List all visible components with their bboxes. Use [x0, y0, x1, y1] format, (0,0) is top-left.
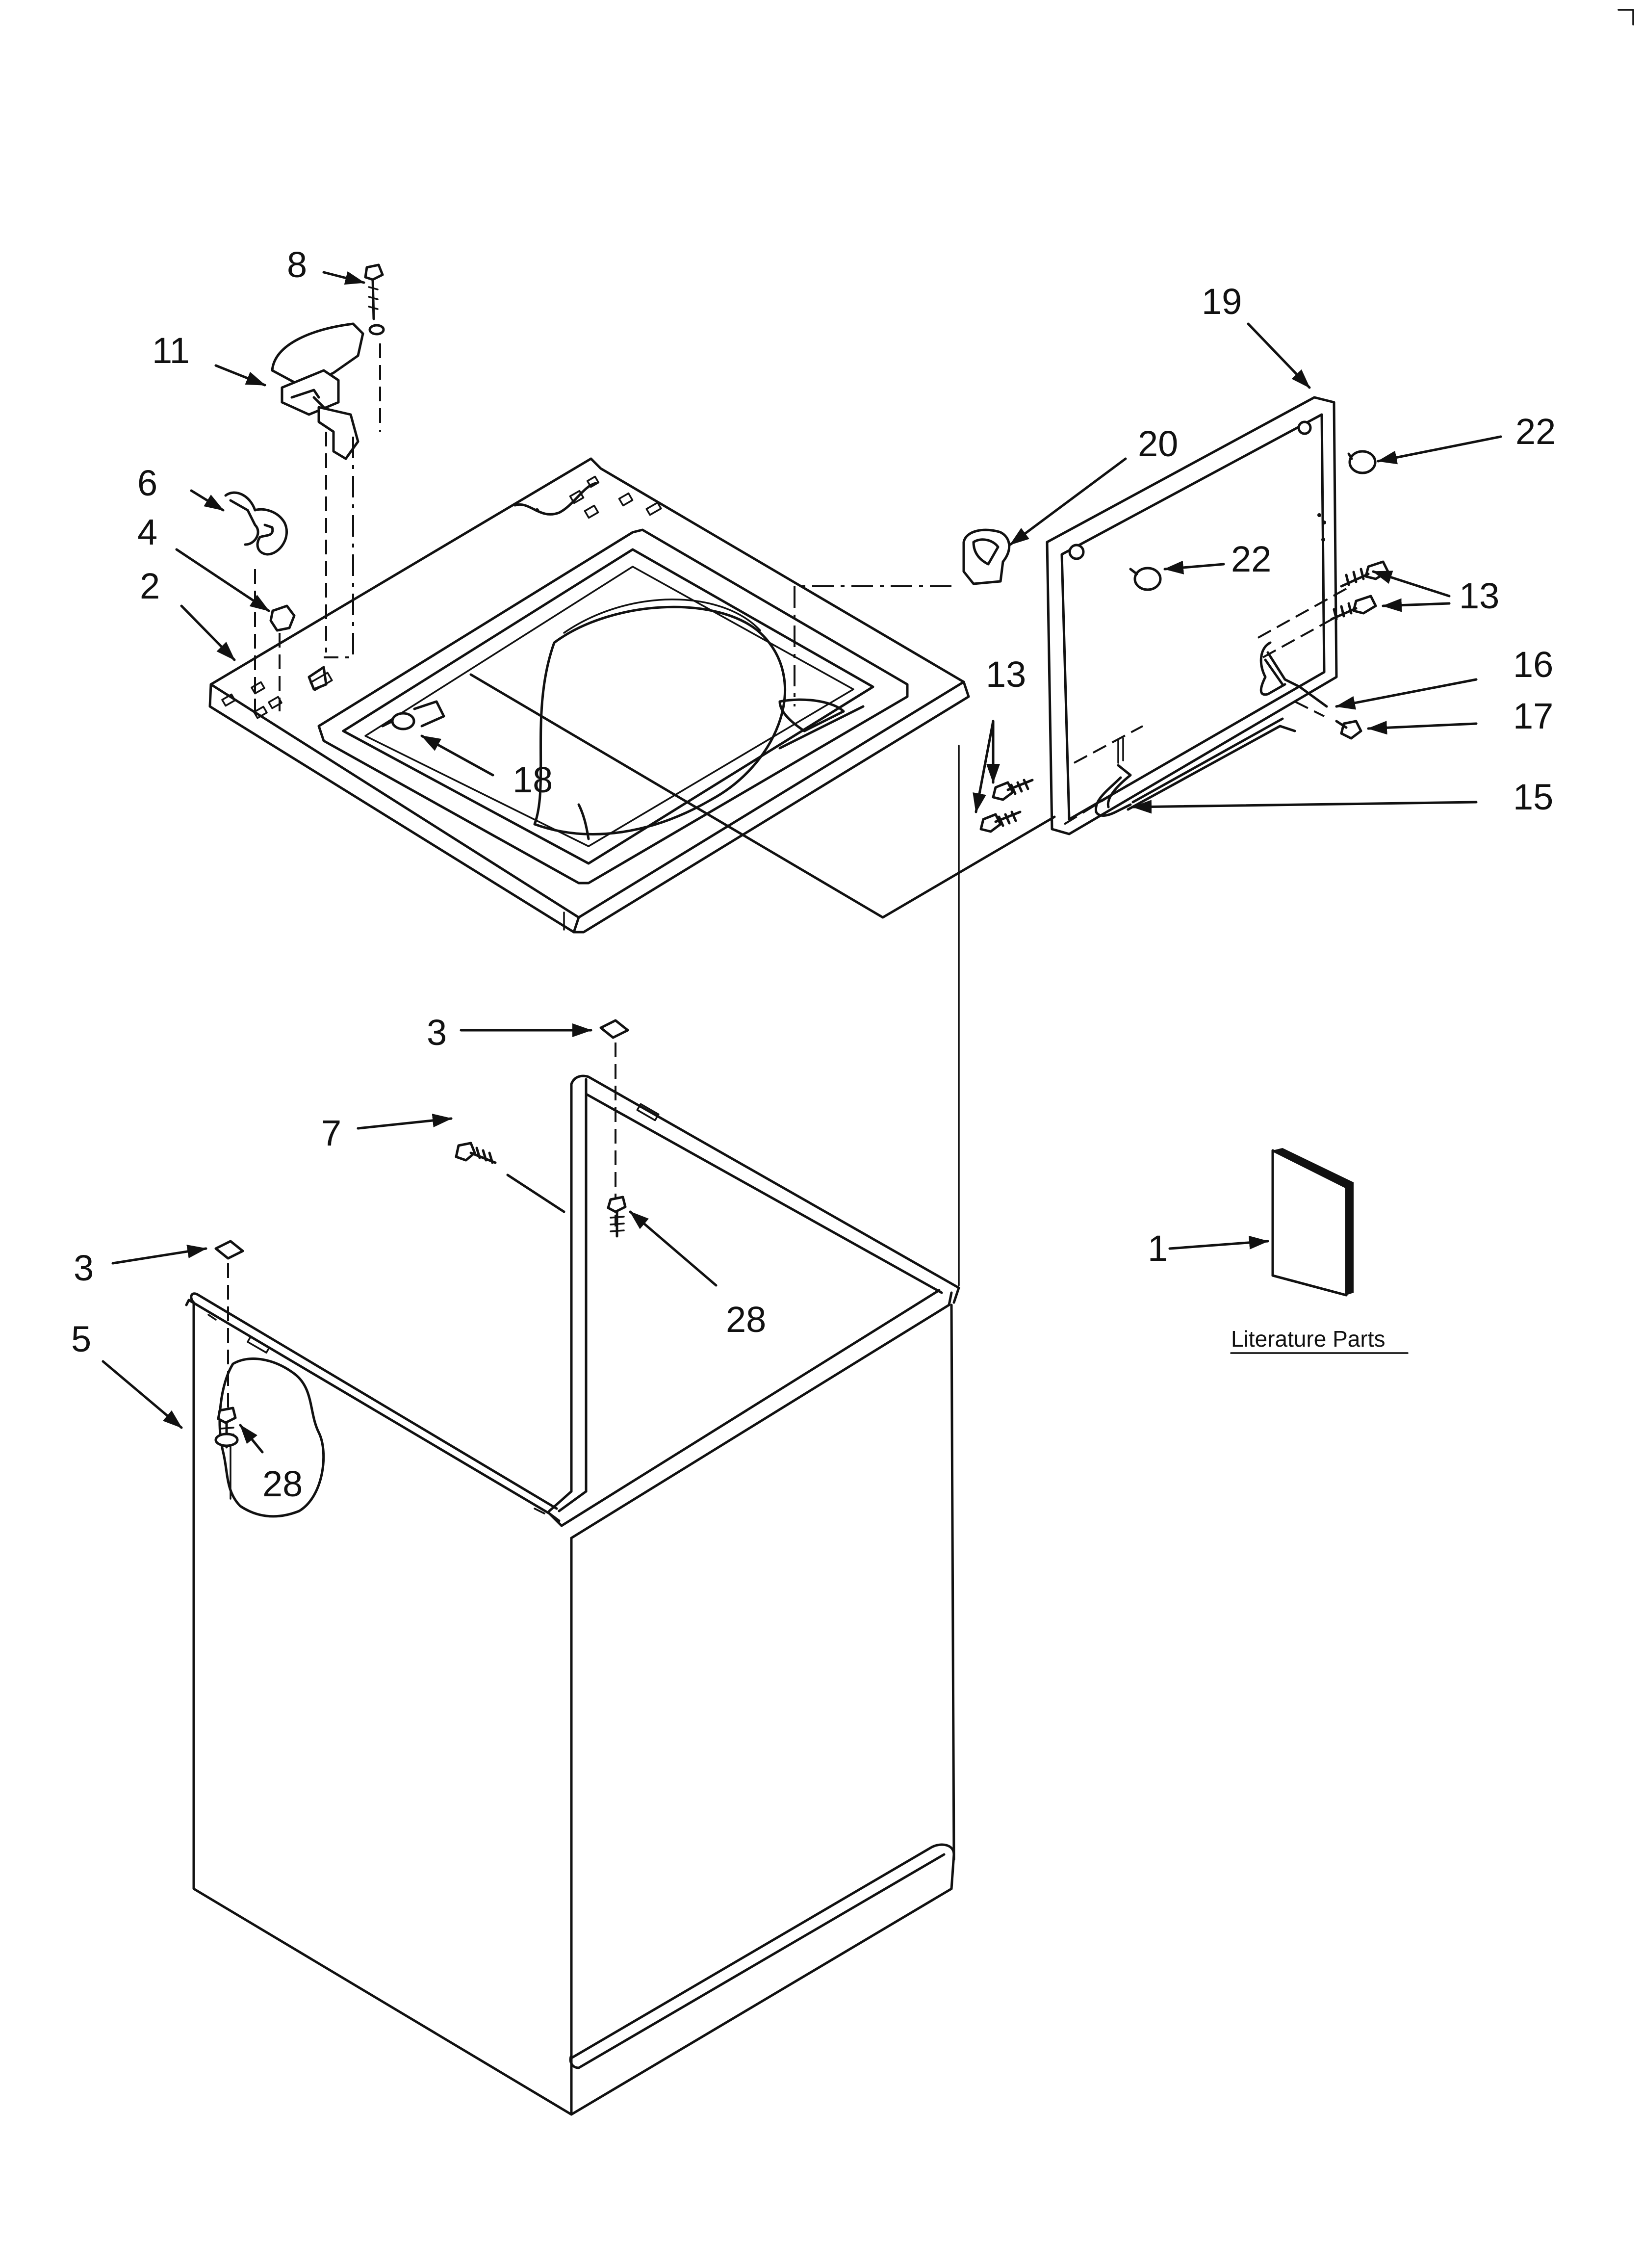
callout-22-lower: 22 [1231, 539, 1271, 579]
callout-18: 18 [513, 759, 553, 800]
screw-8 [364, 263, 385, 336]
screw-17 [1335, 720, 1362, 740]
washer-cabinet-5 [185, 1074, 960, 2116]
callout-28-upper: 28 [726, 1299, 766, 1340]
callout-28-lower: 28 [262, 1463, 303, 1504]
washer-top-panel [208, 457, 970, 934]
callout-2: 2 [140, 566, 160, 606]
plug-button-22-upper [1347, 450, 1377, 474]
screw-28-upper [607, 1196, 627, 1238]
leaders-top-left [175, 271, 494, 777]
callout-22-upper: 22 [1515, 411, 1556, 452]
callout-13-right: 13 [1459, 575, 1499, 616]
lid-bumper-18 [381, 700, 445, 730]
console-back-panel-19 [1046, 396, 1347, 835]
screws-13-right [1330, 560, 1389, 621]
assembly-dash-lines-left [254, 343, 381, 716]
screw-28-lower [214, 1407, 239, 1449]
callout-11: 11 [152, 330, 190, 371]
lid-switch-11 [271, 322, 364, 460]
callout-3-lower: 3 [74, 1248, 94, 1288]
clip-3-upper [599, 1019, 629, 1226]
callout-20: 20 [1138, 423, 1178, 464]
screws-13-left [979, 779, 1034, 833]
screw-7 [455, 1142, 565, 1213]
callout-1: 1 [1148, 1228, 1168, 1269]
callout-5: 5 [71, 1319, 91, 1359]
literature-parts-label: Literature Parts [1231, 1326, 1385, 1352]
callout-16: 16 [1513, 644, 1553, 685]
callout-4: 4 [137, 512, 157, 552]
clip-3-lower [214, 1240, 244, 1408]
wire-clip-6 [224, 491, 288, 556]
callout-15: 15 [1513, 777, 1553, 817]
callout-7: 7 [321, 1113, 341, 1153]
knob-20 [794, 528, 1011, 706]
clip-4 [269, 604, 296, 632]
leaders-cabinet [102, 1023, 718, 1454]
plug-button-22-lower [1129, 567, 1162, 591]
callout-13-left: 13 [986, 654, 1026, 695]
callout-17: 17 [1513, 696, 1553, 736]
corner-crop-mark [1617, 9, 1634, 26]
callout-19: 19 [1202, 281, 1242, 322]
callout-3-upper: 3 [427, 1012, 447, 1053]
callout-6: 6 [137, 463, 157, 503]
literature-booklet-1 [1168, 1148, 1354, 1297]
callout-8: 8 [287, 244, 307, 285]
assembly-guide-line [469, 673, 1056, 919]
leaders-right [973, 322, 1502, 814]
